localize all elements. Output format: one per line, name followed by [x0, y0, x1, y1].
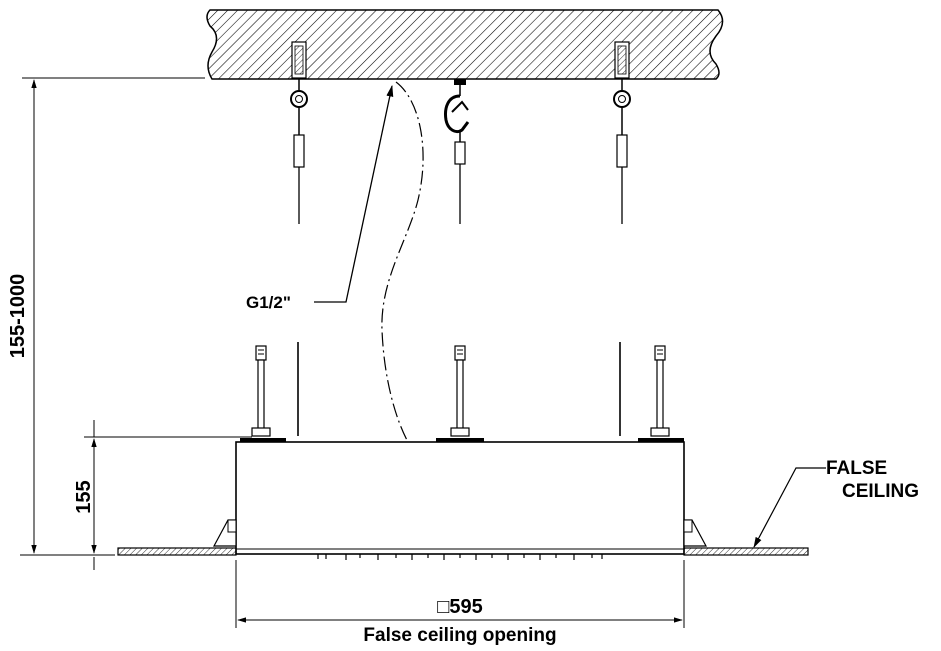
unit-height-label: 155 — [73, 480, 95, 513]
false-ceiling-callout: FALSE CEILING — [753, 458, 919, 548]
overall-height-dimension: 155-1000 — [7, 77, 205, 556]
overall-height-label: 155-1000 — [7, 274, 29, 359]
ceiling-slab — [206, 9, 724, 80]
suspension-rods — [240, 342, 684, 442]
false-ceiling-panels — [117, 547, 809, 556]
pipe-thread-label: G1/2" — [246, 293, 291, 312]
hanger-left — [290, 41, 308, 224]
pipe-thread-callout: G1/2" — [246, 84, 394, 312]
hanger-right — [613, 41, 631, 224]
false-ceiling-label-line2: CEILING — [842, 481, 919, 502]
flexible-hose — [381, 81, 424, 443]
false-ceiling-label-line1: FALSE — [826, 458, 887, 479]
unit-height-dimension: 155 — [73, 420, 252, 570]
opening-width-dimension: □595 False ceiling opening — [235, 560, 685, 646]
opening-caption: False ceiling opening — [363, 625, 556, 646]
opening-size-label: □595 — [437, 596, 482, 618]
hanger-center — [444, 79, 470, 224]
cassette-unit — [212, 441, 708, 560]
